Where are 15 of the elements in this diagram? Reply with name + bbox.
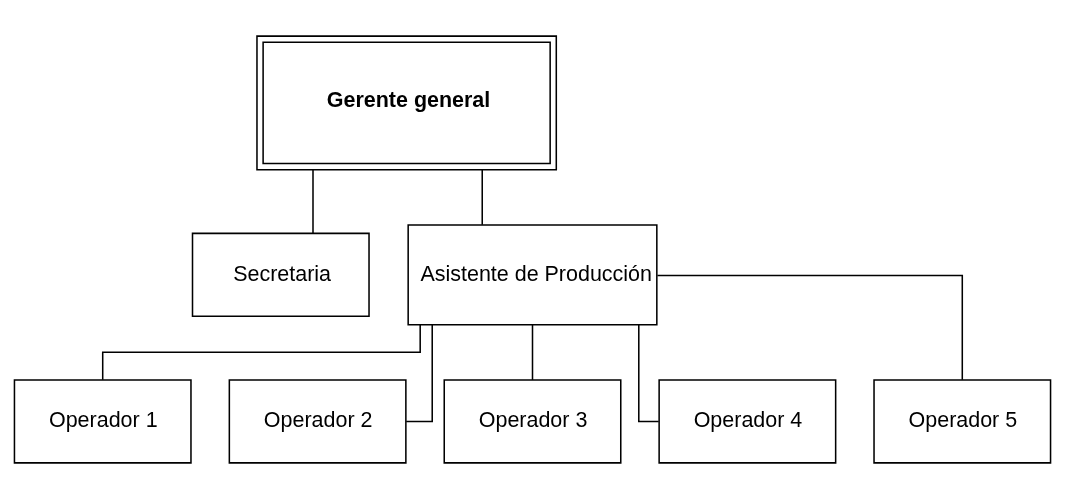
connector <box>312 168 314 234</box>
node-box: Operador 3 <box>443 378 622 464</box>
connector <box>481 168 483 226</box>
connector <box>405 323 433 422</box>
connector <box>531 323 534 381</box>
node-box: Operador 4 <box>658 378 837 464</box>
node-box: Operador 2 <box>228 378 407 464</box>
node-box: Operador 5 <box>873 378 1052 464</box>
connector <box>638 323 660 422</box>
node-box: Gerente general <box>256 34 558 170</box>
node-box: Secretaria <box>191 232 370 317</box>
node-box: Operador 1 <box>13 378 192 464</box>
connector <box>101 323 421 380</box>
connector <box>656 274 964 380</box>
node-box: Asistente de Producción <box>407 223 658 325</box>
